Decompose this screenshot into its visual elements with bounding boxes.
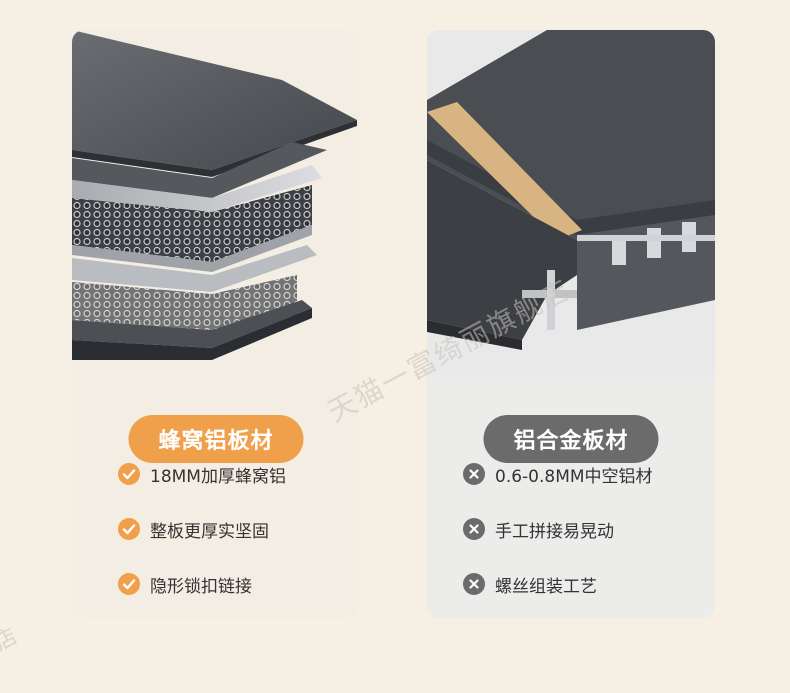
feature-label: 整板更厚实坚固 (150, 521, 269, 542)
list-item: 手工拼接易晃动 (463, 515, 653, 543)
feature-label: 手工拼接易晃动 (495, 521, 614, 542)
feature-label: 隐形锁扣链接 (150, 576, 252, 597)
honeycomb-feature-list: 18MM加厚蜂窝铝 整板更厚实坚固 隐形锁扣链接 (118, 460, 286, 618)
watermark-edge: 店 (0, 624, 22, 657)
aluminum-alloy-card: 铝合金板材 0.6-0.8MM中空铝材 手工拼接易晃动 螺丝组装工艺 (427, 30, 715, 618)
feature-label: 18MM加厚蜂窝铝 (150, 466, 286, 487)
aluminum-feature-list: 0.6-0.8MM中空铝材 手工拼接易晃动 螺丝组装工艺 (463, 460, 653, 618)
list-item: 0.6-0.8MM中空铝材 (463, 460, 653, 488)
check-icon (118, 463, 140, 485)
list-item: 隐形锁扣链接 (118, 570, 286, 598)
check-icon (118, 573, 140, 595)
cross-icon (463, 463, 485, 485)
feature-label: 螺丝组装工艺 (495, 576, 597, 597)
honeycomb-title: 蜂窝铝板材 (158, 429, 274, 454)
cross-icon (463, 518, 485, 540)
list-item: 18MM加厚蜂窝铝 (118, 460, 286, 488)
aluminum-profile-image (427, 30, 715, 375)
cross-icon (463, 573, 485, 595)
aluminum-title: 铝合金板材 (513, 429, 629, 454)
aluminum-title-badge: 铝合金板材 (483, 415, 659, 463)
list-item: 整板更厚实坚固 (118, 515, 286, 543)
honeycomb-panel-image (72, 30, 357, 360)
check-icon (118, 518, 140, 540)
feature-label: 0.6-0.8MM中空铝材 (495, 466, 653, 487)
honeycomb-title-badge: 蜂窝铝板材 (128, 415, 304, 463)
honeycomb-aluminum-card: 蜂窝铝板材 18MM加厚蜂窝铝 整板更厚实坚固 隐形锁扣链接 (72, 30, 360, 618)
list-item: 螺丝组装工艺 (463, 570, 653, 598)
